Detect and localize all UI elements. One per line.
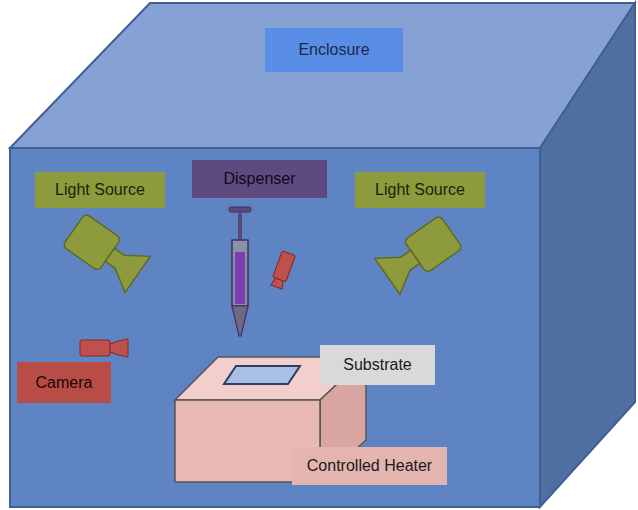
enclosure-right-face — [540, 3, 635, 507]
dispenser-label: Dispenser — [192, 160, 327, 198]
label-text: Controlled Heater — [307, 456, 432, 475]
syringe-symbol — [229, 207, 251, 336]
light-source-symbol — [375, 214, 464, 295]
enclosure-top-face — [10, 3, 635, 148]
camera-symbol — [80, 339, 128, 357]
label-text: Substrate — [343, 355, 411, 374]
light-source-label: Light Source — [355, 172, 485, 208]
label-text: Camera — [36, 373, 93, 392]
camera-symbol — [270, 251, 295, 290]
label-text: Light Source — [55, 180, 145, 199]
label-text: Light Source — [375, 180, 465, 199]
label-text: Dispenser — [223, 169, 295, 188]
light-source-symbol — [61, 212, 150, 293]
enclosure-label: Enclosure — [265, 28, 403, 72]
camera-label: Camera — [17, 362, 111, 403]
light-source-label: Light Source — [35, 172, 165, 208]
enclosure-front-face — [10, 148, 540, 507]
heater-label: Controlled Heater — [292, 447, 447, 485]
substrate-plate — [224, 366, 300, 384]
label-text: Enclosure — [298, 40, 369, 59]
substrate-label: Substrate — [320, 345, 435, 385]
